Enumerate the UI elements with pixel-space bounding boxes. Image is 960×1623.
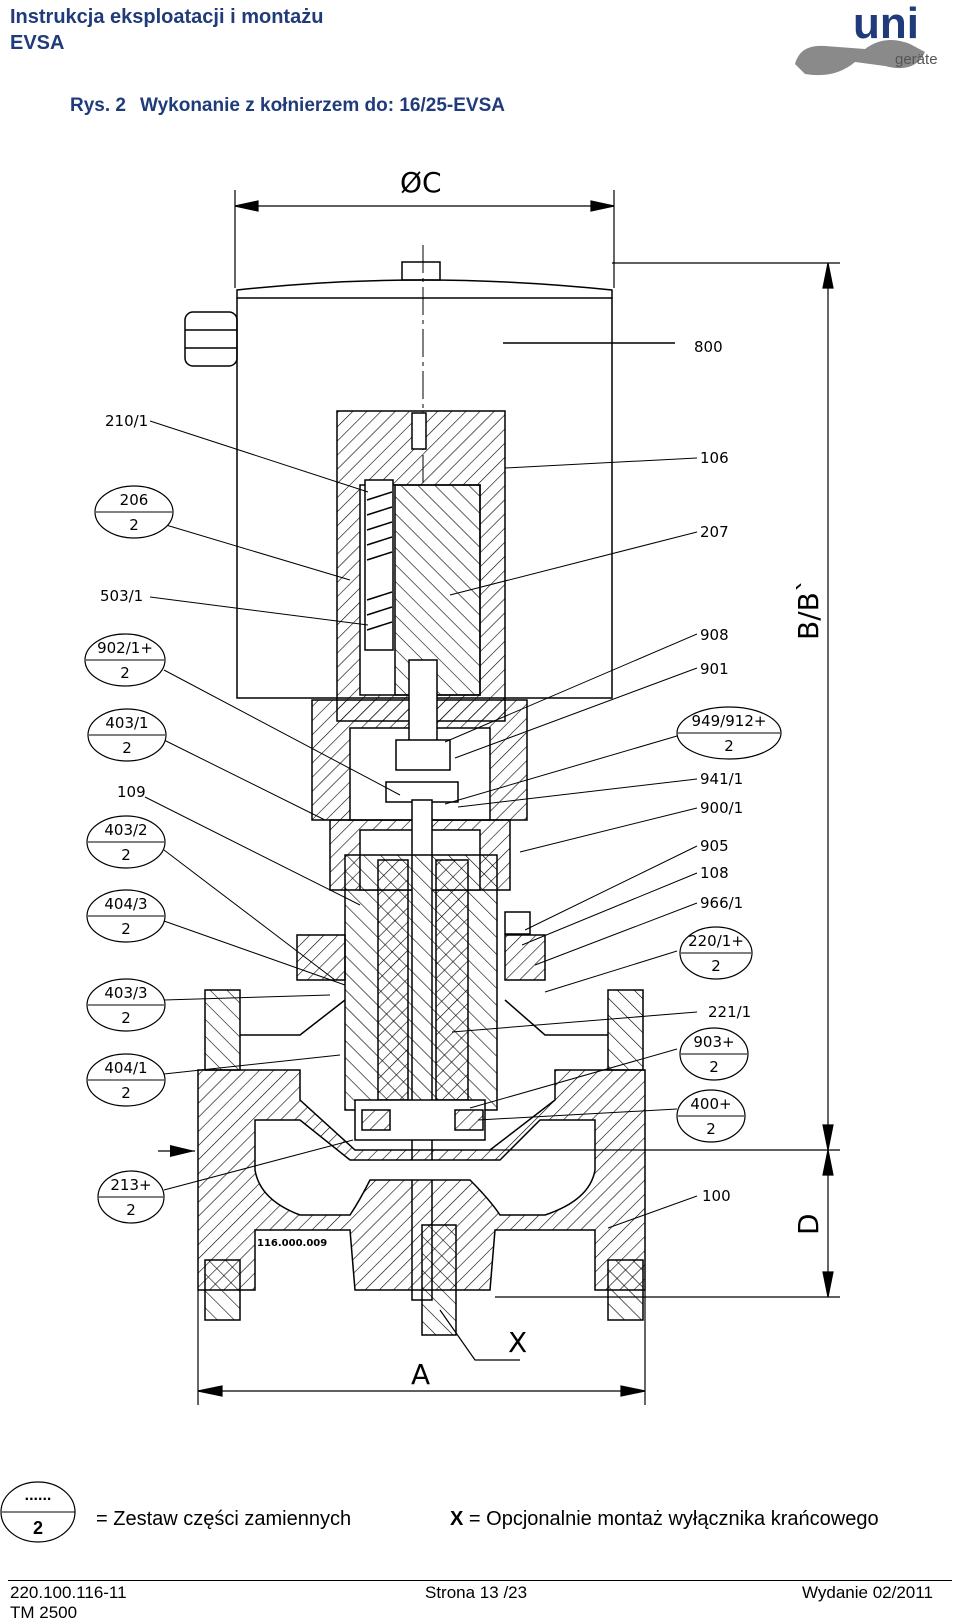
legend-kit-symbol: ...... 2 [0, 1481, 76, 1543]
page-number: Strona 13 /23 [425, 1583, 528, 1602]
kit-label-top: 403/3 [104, 984, 147, 1002]
kit-label-bottom: 2 [121, 920, 131, 938]
kit-label-top: 213+ [110, 1176, 151, 1194]
footer-divider [8, 1580, 952, 1581]
kit-label-bottom: 2 [120, 664, 130, 682]
dimension-b-d [490, 262, 840, 1298]
part-label-908: 908 [700, 626, 729, 644]
kit-label-bottom: 2 [129, 516, 139, 534]
part-label-221-1: 221/1 [708, 1003, 751, 1021]
kit-label-top: 404/1 [104, 1059, 147, 1077]
kit-label-bottom: 2 [121, 846, 131, 864]
footer-left: 220.100.116-11 TM 2500 [10, 1583, 127, 1623]
kit-label-404-1: 404/1 2 [86, 1053, 166, 1107]
dimension-d-label: D [792, 1213, 825, 1235]
figure-caption-text: Wykonanie z kołnierzem do: 16/25-EVSA [139, 95, 505, 116]
part-label-905: 905 [700, 837, 729, 855]
part-label-900-1: 900/1 [700, 799, 743, 817]
logo-sub: geräte [895, 51, 938, 68]
dimension-a [197, 1290, 646, 1405]
detail-x-leader [439, 1309, 520, 1361]
kit-label-top: 404/3 [104, 895, 147, 913]
document-title: Instrukcja eksploatacji i montażu EVSA [10, 4, 323, 56]
part-label-966-1: 966/1 [700, 894, 743, 912]
kit-label-bottom: 2 [706, 1120, 716, 1138]
kit-label-top: 902/1+ [97, 639, 153, 657]
kit-label-bottom: 2 [126, 1201, 136, 1219]
valve-body [197, 989, 646, 1336]
kit-label-404-3: 404/3 2 [86, 889, 166, 943]
part-label-901: 901 [700, 660, 729, 678]
legend-kit-text: = Zestaw części zamiennych [96, 1508, 352, 1530]
kit-label-top: 403/1 [105, 714, 148, 732]
part-label-109: 109 [117, 783, 146, 801]
dimension-c [234, 190, 615, 288]
kit-label-220-1: 220/1+ 2 [679, 926, 753, 980]
kit-label-903: 903+ 2 [679, 1027, 749, 1081]
part-label-800: 800 [694, 338, 723, 356]
flow-arrow [158, 1145, 195, 1157]
part-label-106: 106 [700, 449, 729, 467]
doc-number: 220.100.116-11 [10, 1583, 127, 1602]
kit-label-bottom: 2 [711, 957, 721, 975]
kit-label-403-3: 403/3 2 [86, 978, 166, 1032]
figure-caption: Rys. 2 Wykonanie z kołnierzem do: 16/25-E… [70, 95, 505, 117]
bonnet [296, 854, 546, 1141]
detail-x-label: X [508, 1326, 527, 1359]
uni-geraete-logo: uni geräte [795, 4, 938, 76]
valve-technical-drawing: ØC [84, 166, 840, 1405]
kit-label-949-912: 949/912+ 2 [676, 706, 782, 760]
kit-label-bottom: 2 [724, 737, 734, 755]
legend-x-symbol: X [450, 1508, 464, 1530]
kit-label-top: 403/2 [104, 821, 147, 839]
kit-label-400: 400+ 2 [676, 1089, 746, 1143]
legend-x-text: = Opcjonalnie montaż wyłącznika krańcowe… [468, 1508, 879, 1530]
kit-label-top: 206 [120, 491, 149, 509]
kit-label-top: 400+ [690, 1095, 731, 1113]
tm-number: TM 2500 [10, 1603, 78, 1622]
legend-x: X = Opcjonalnie montaż wyłącznika krańco… [450, 1508, 879, 1531]
part-label-100: 100 [702, 1187, 731, 1205]
kit-label-bottom: 2 [121, 1009, 131, 1027]
kit-label-206: 206 2 [94, 485, 174, 539]
title-line-1: Instrukcja eksploatacji i montażu [10, 6, 324, 28]
leader-lines [144, 420, 698, 1229]
title-line-2: EVSA [10, 32, 65, 54]
drawing-code: 116.000.009 [257, 1238, 327, 1249]
kit-label-403-2: 403/2 2 [86, 815, 166, 869]
legend-symbol-top: ...... [25, 1487, 52, 1504]
kit-label-bottom: 2 [121, 1084, 131, 1102]
figure-label: Rys. 2 [70, 95, 126, 116]
kit-label-top: 903+ [693, 1033, 734, 1051]
dimension-c-label: ØC [400, 166, 442, 199]
dimension-b-label: B/B` [792, 578, 825, 640]
kit-label-213: 213+ 2 [97, 1170, 165, 1224]
dimension-a-label: A [411, 1358, 430, 1391]
logo-brand: uni [853, 4, 919, 48]
part-label-210-1: 210/1 [105, 412, 148, 430]
kit-label-bottom: 2 [709, 1058, 719, 1076]
kit-label-top: 949/912+ [692, 712, 767, 730]
part-label-207: 207 [700, 523, 729, 541]
legend-symbol-bottom: 2 [33, 1518, 43, 1538]
part-label-941-1: 941/1 [700, 770, 743, 788]
kit-label-top: 220/1+ [688, 932, 744, 950]
kit-label-bottom: 2 [122, 739, 132, 757]
part-label-108: 108 [700, 864, 729, 882]
part-label-503-1: 503/1 [100, 587, 143, 605]
kit-label-902-1: 902/1+ 2 [84, 633, 166, 687]
kit-label-403-1: 403/1 2 [87, 708, 167, 762]
edition: Wydanie 02/2011 [802, 1583, 933, 1602]
